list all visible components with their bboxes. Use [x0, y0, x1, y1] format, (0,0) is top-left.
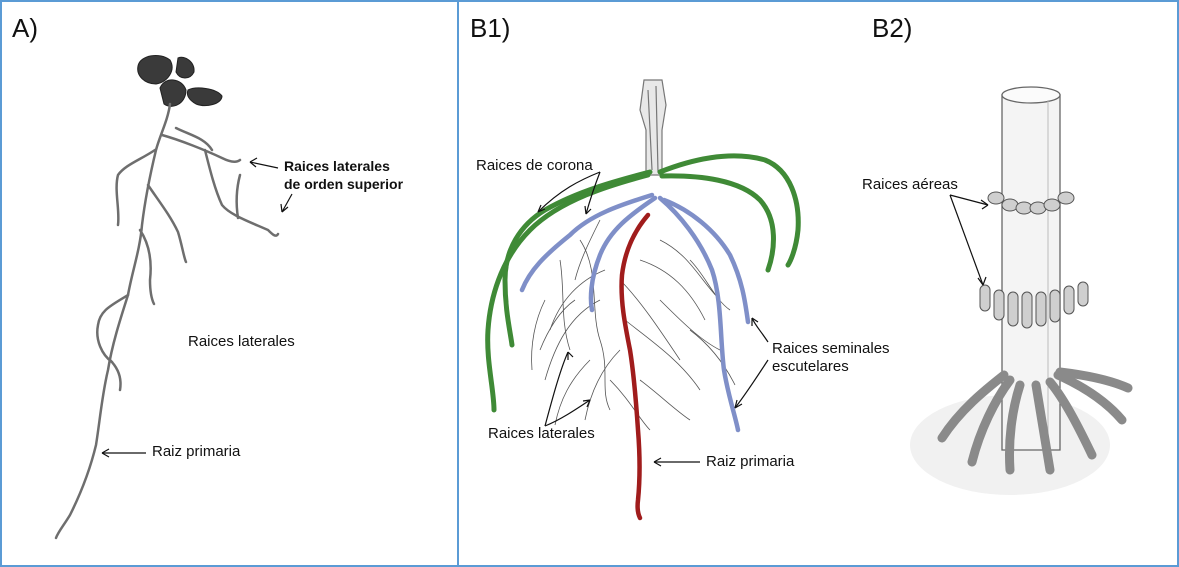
crown-roots: [488, 156, 799, 410]
panel-b2-aerial-roots: [910, 87, 1128, 495]
label-seminal-line1: Raices seminales: [772, 340, 890, 357]
stalk-cylinder: [1002, 87, 1060, 450]
label-crown-roots: Raices de corona: [476, 157, 593, 174]
stalk: [640, 80, 666, 175]
label-primary-b1: Raiz primaria: [706, 453, 794, 470]
seedling-leaves: [138, 55, 222, 106]
panel-b1-letter: B1): [470, 14, 510, 42]
label-lateral-higher-line1: Raices laterales: [284, 158, 390, 175]
panel-b2-arrows: [950, 195, 988, 285]
seedling-roots: [56, 104, 278, 538]
panel-a-arrows: [102, 158, 292, 457]
label-primary-a: Raiz primaria: [152, 443, 240, 460]
label-lateral-b1: Raices laterales: [488, 425, 595, 442]
label-lateral-higher-line2: de orden superior: [284, 176, 403, 193]
panel-a-seedling: [56, 55, 292, 538]
panel-b2-letter: B2): [872, 14, 912, 42]
primary-root: [622, 215, 648, 518]
panel-a-letter: A): [12, 14, 38, 42]
label-aerial-roots: Raices aéreas: [862, 176, 958, 193]
label-lateral-a: Raices laterales: [188, 333, 295, 350]
label-seminal-line2: escutelares: [772, 358, 849, 375]
panel-b1-arrows: [538, 172, 768, 466]
